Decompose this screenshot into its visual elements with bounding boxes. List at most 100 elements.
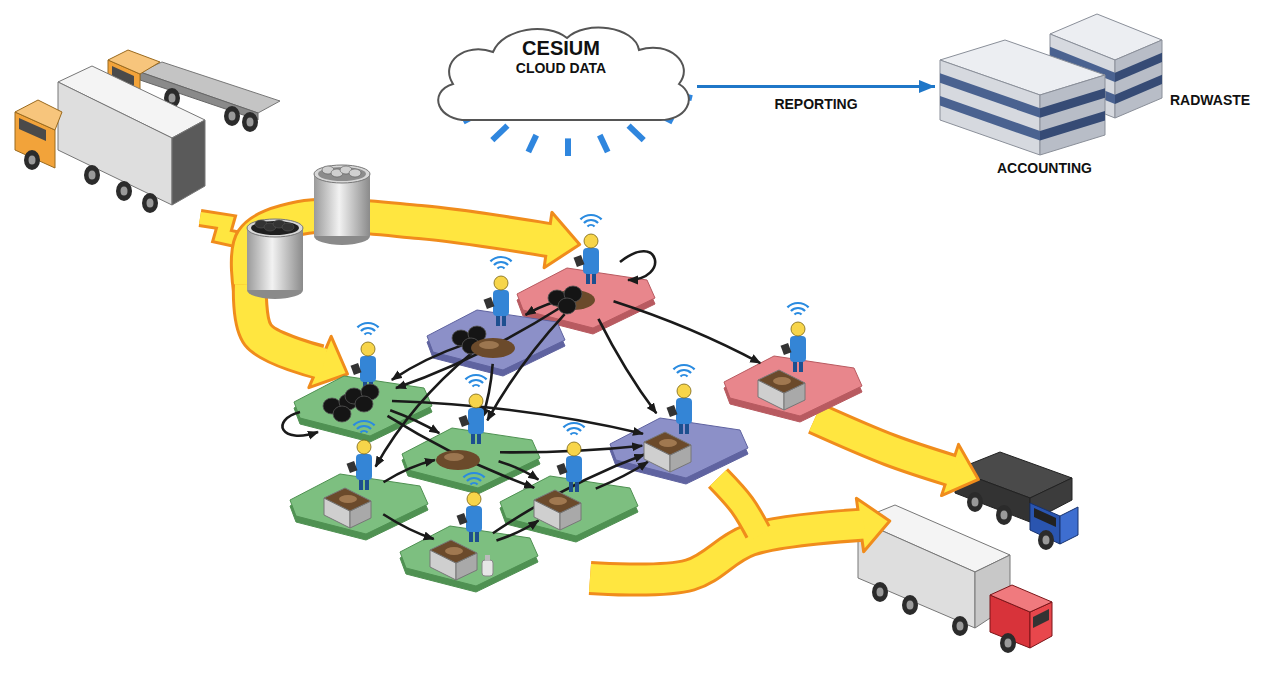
worker-figure <box>484 257 512 326</box>
worker-body <box>493 290 509 316</box>
waste-bag <box>355 396 373 412</box>
wheel-hub <box>907 601 914 610</box>
transfer-arrow <box>598 319 656 413</box>
worker-head <box>361 342 375 356</box>
truck-wheel <box>242 112 258 132</box>
building-face <box>1115 40 1162 118</box>
signal-ray <box>492 126 507 140</box>
worker-body <box>676 398 692 424</box>
truck-wheel <box>952 616 968 636</box>
sorting-platform <box>294 376 432 436</box>
signal-ray <box>565 138 571 156</box>
bin-rim <box>314 165 370 183</box>
transfer-arrow <box>496 520 538 540</box>
transfer-arrow <box>384 460 435 482</box>
worker-body <box>566 456 582 482</box>
bin-rim <box>247 219 303 237</box>
waste-bag <box>558 298 576 314</box>
cloud-store: CESIUMCLOUD DATA <box>425 22 697 126</box>
wifi-signal <box>353 421 374 425</box>
transfer-arrow <box>392 344 467 380</box>
wifi-signal <box>563 423 584 427</box>
arrow-body <box>590 524 864 579</box>
accounting-building: ACCOUNTING <box>935 30 1126 185</box>
debris-pile <box>471 338 515 358</box>
transfer-arrow <box>482 364 493 418</box>
worker-head <box>469 394 483 408</box>
box-contents <box>324 488 371 511</box>
wheel-hub <box>229 112 236 121</box>
wifi-signal <box>360 431 367 432</box>
wifi-signal <box>587 225 594 226</box>
wifi-signal <box>680 375 687 376</box>
shape-part <box>1033 609 1049 628</box>
box-contents <box>773 377 791 385</box>
tablet <box>574 255 585 267</box>
tablet <box>459 415 470 427</box>
signal-ray <box>629 126 644 140</box>
building-label: RADWASTE <box>1170 92 1262 109</box>
wheel-hub <box>957 622 964 631</box>
arrow-body <box>815 418 954 471</box>
building-face <box>940 60 1040 155</box>
truck-wheel <box>24 150 40 170</box>
wifi-signal <box>469 380 483 383</box>
shape-part <box>1034 508 1056 527</box>
shape-part <box>1060 507 1078 544</box>
truck-wheel <box>224 106 240 126</box>
tablet <box>667 405 678 417</box>
wifi-signal <box>791 308 805 311</box>
box-truck <box>15 66 205 213</box>
worker-body <box>583 248 599 274</box>
box-contents <box>758 370 805 393</box>
wheel-hub <box>877 588 884 597</box>
building-windows <box>1040 88 1105 118</box>
transfer-arrow <box>487 314 564 420</box>
wifi-signal <box>497 267 504 268</box>
shape-part <box>19 118 46 141</box>
transfer-arrow <box>383 514 434 539</box>
box-contents <box>430 540 477 563</box>
sorting-platform <box>290 474 428 534</box>
wifi-signal <box>465 375 486 379</box>
worker-figure <box>347 421 375 490</box>
signal-ray <box>600 135 608 152</box>
bin-contents <box>318 167 366 181</box>
transfer-arrow <box>620 251 655 280</box>
truck-wheel <box>967 492 983 512</box>
wifi-signal <box>673 365 694 369</box>
building-windows <box>1115 53 1162 82</box>
worker-body <box>466 506 482 532</box>
building-windows <box>1115 75 1162 104</box>
worker-figure <box>574 215 602 284</box>
worker-figure <box>781 303 809 372</box>
box-contents <box>549 497 567 505</box>
wifi-signal <box>472 385 479 386</box>
wifi-signal <box>494 262 508 265</box>
shape-part <box>172 120 205 205</box>
shape-part <box>58 82 172 205</box>
cloud-heading: CESIUM <box>522 36 600 60</box>
bin-contents <box>282 223 294 231</box>
box-truck <box>858 505 1052 653</box>
truck-wheel <box>1038 530 1054 550</box>
shape-part <box>990 585 1052 612</box>
transfer-arrows <box>282 251 760 540</box>
building-windows <box>940 73 1040 118</box>
transfer-arrow <box>396 308 560 388</box>
building-windows <box>1040 111 1105 141</box>
wifi-signal <box>467 478 481 481</box>
worker-head <box>467 492 481 506</box>
edge-label: REPORTING <box>774 96 857 112</box>
tablet <box>347 461 358 473</box>
box-contents <box>534 490 581 513</box>
wheel-hub <box>121 187 128 196</box>
transfer-arrow <box>493 455 644 534</box>
cloud-outline <box>438 28 689 121</box>
debris-pile <box>436 450 480 470</box>
wifi-signal <box>463 473 484 477</box>
truck-wheel <box>84 165 100 185</box>
arrow-body <box>248 215 552 290</box>
worker-head <box>791 322 805 336</box>
waste-bin <box>247 219 303 299</box>
